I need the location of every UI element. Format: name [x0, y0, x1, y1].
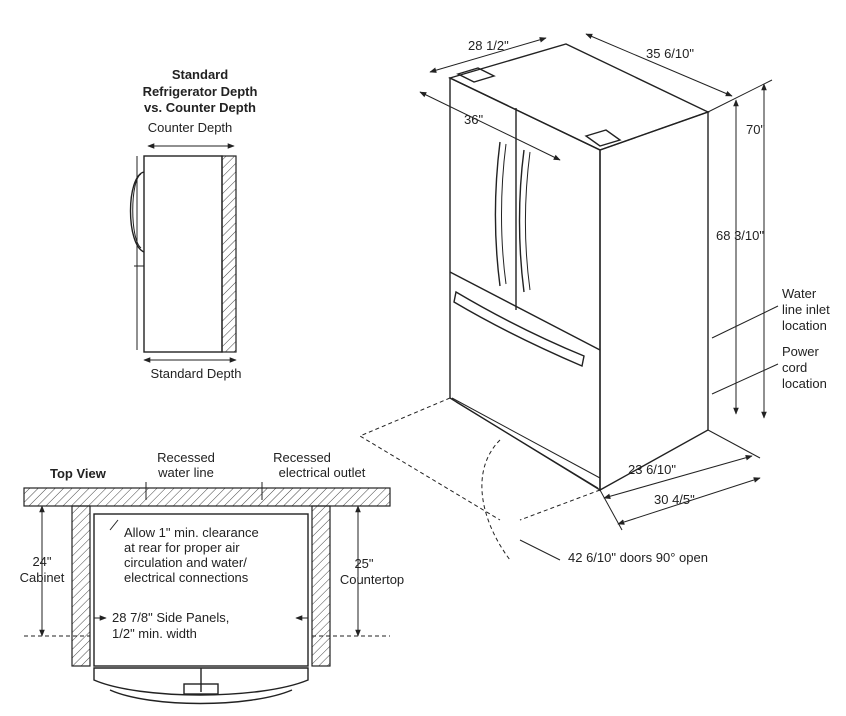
door-width-arrow [419, 91, 561, 161]
counter-depth-label: Counter Depth [148, 120, 233, 135]
fridge-side-face [599, 111, 709, 492]
fridge-side-profile [143, 155, 223, 353]
total-height-value: 70" [746, 122, 765, 137]
doors-open-arrow [519, 539, 561, 561]
depth-title-line3: vs. Counter Depth [144, 100, 256, 115]
left-door-arc [481, 439, 511, 561]
water-line-label-3: location [782, 318, 827, 333]
top-width-value: 35 6/10" [646, 46, 694, 61]
fridge-footprint [93, 513, 309, 667]
clearance-note-3: circulation and water/ [124, 555, 247, 570]
side-panels-label-2: 1/2" min. width [112, 626, 197, 641]
top-view-handles [109, 689, 293, 705]
depth-comparison-diagram: Standard Refrigerator Depth vs. Counter … [129, 67, 258, 381]
right-door-handle [518, 149, 525, 293]
depth-title-line2: Refrigerator Depth [143, 84, 258, 99]
water-line-label-2: line inlet [782, 302, 830, 317]
counter-wall-hatch [221, 155, 237, 353]
countertop-depth-value: 25" [354, 556, 373, 571]
left-door-handle-inner [501, 143, 507, 285]
power-cord-label-2: cord [782, 360, 807, 375]
recessed-outlet-label-2: electrical outlet [279, 465, 366, 480]
top-width-arrow [585, 33, 733, 97]
clearance-note-4: electrical connections [124, 570, 249, 585]
top-depth-value: 28 1/2" [468, 38, 509, 53]
rear-wall [23, 487, 391, 507]
top-view-title: Top View [50, 466, 107, 481]
base-grille-line [451, 397, 601, 479]
base-depth-value: 23 6/10" [628, 462, 676, 477]
base-grille-line2 [455, 401, 599, 489]
base-depth-doors-arrow [617, 477, 761, 525]
refrigerator-isometric: 28 1/2" 35 6/10" 36" 70" 68 3/10" Water … [358, 33, 830, 565]
doors-open-value: 42 6/10" doors 90° open [568, 550, 708, 565]
power-cord-leader [711, 363, 779, 395]
right-hinge [584, 129, 622, 147]
clearance-note-1: Allow 1" min. clearance [124, 525, 259, 540]
top-depth-arrow [429, 37, 547, 73]
clearance-note-2: at rear for proper air [124, 540, 240, 555]
water-line-leader [711, 305, 779, 339]
recessed-outlet-label-1: Recessed [273, 450, 331, 465]
right-door-handle-inner [525, 151, 531, 291]
water-line-label-1: Water [782, 286, 817, 301]
power-cord-label-1: Power [782, 344, 820, 359]
recessed-water-label-2: water line [157, 465, 214, 480]
left-side-panel [71, 505, 91, 667]
top-view-handle-mount [183, 683, 219, 695]
right-door-swing [519, 489, 601, 521]
cabinet-depth-value: 24" [32, 554, 51, 569]
top-view-doors [93, 667, 309, 696]
side-door-handle-inner [132, 173, 142, 249]
standard-depth-label: Standard Depth [150, 366, 241, 381]
base-ext-right [707, 429, 761, 459]
left-door-handle [494, 141, 501, 287]
freezer-drawer-top [449, 271, 601, 351]
recessed-water-label-1: Recessed [157, 450, 215, 465]
cabinet-height-value: 68 3/10" [716, 228, 764, 243]
freezer-drawer-handle [453, 290, 585, 367]
depth-title-line1: Standard [172, 67, 228, 82]
cabinet-label: Cabinet [20, 570, 65, 585]
countertop-label: Countertop [340, 572, 404, 587]
power-cord-label-3: location [782, 376, 827, 391]
left-door-swing [358, 397, 501, 521]
side-panels-label-1: 28 7/8" Side Panels, [112, 610, 229, 625]
top-view-diagram: Top View Recessed water line Recessed el… [20, 450, 404, 705]
height-ext-top [707, 79, 773, 113]
base-depth-doors-value: 30 4/5" [654, 492, 695, 507]
right-side-panel [311, 505, 331, 667]
door-width-value: 36" [464, 112, 483, 127]
clearance-leader [109, 519, 119, 531]
